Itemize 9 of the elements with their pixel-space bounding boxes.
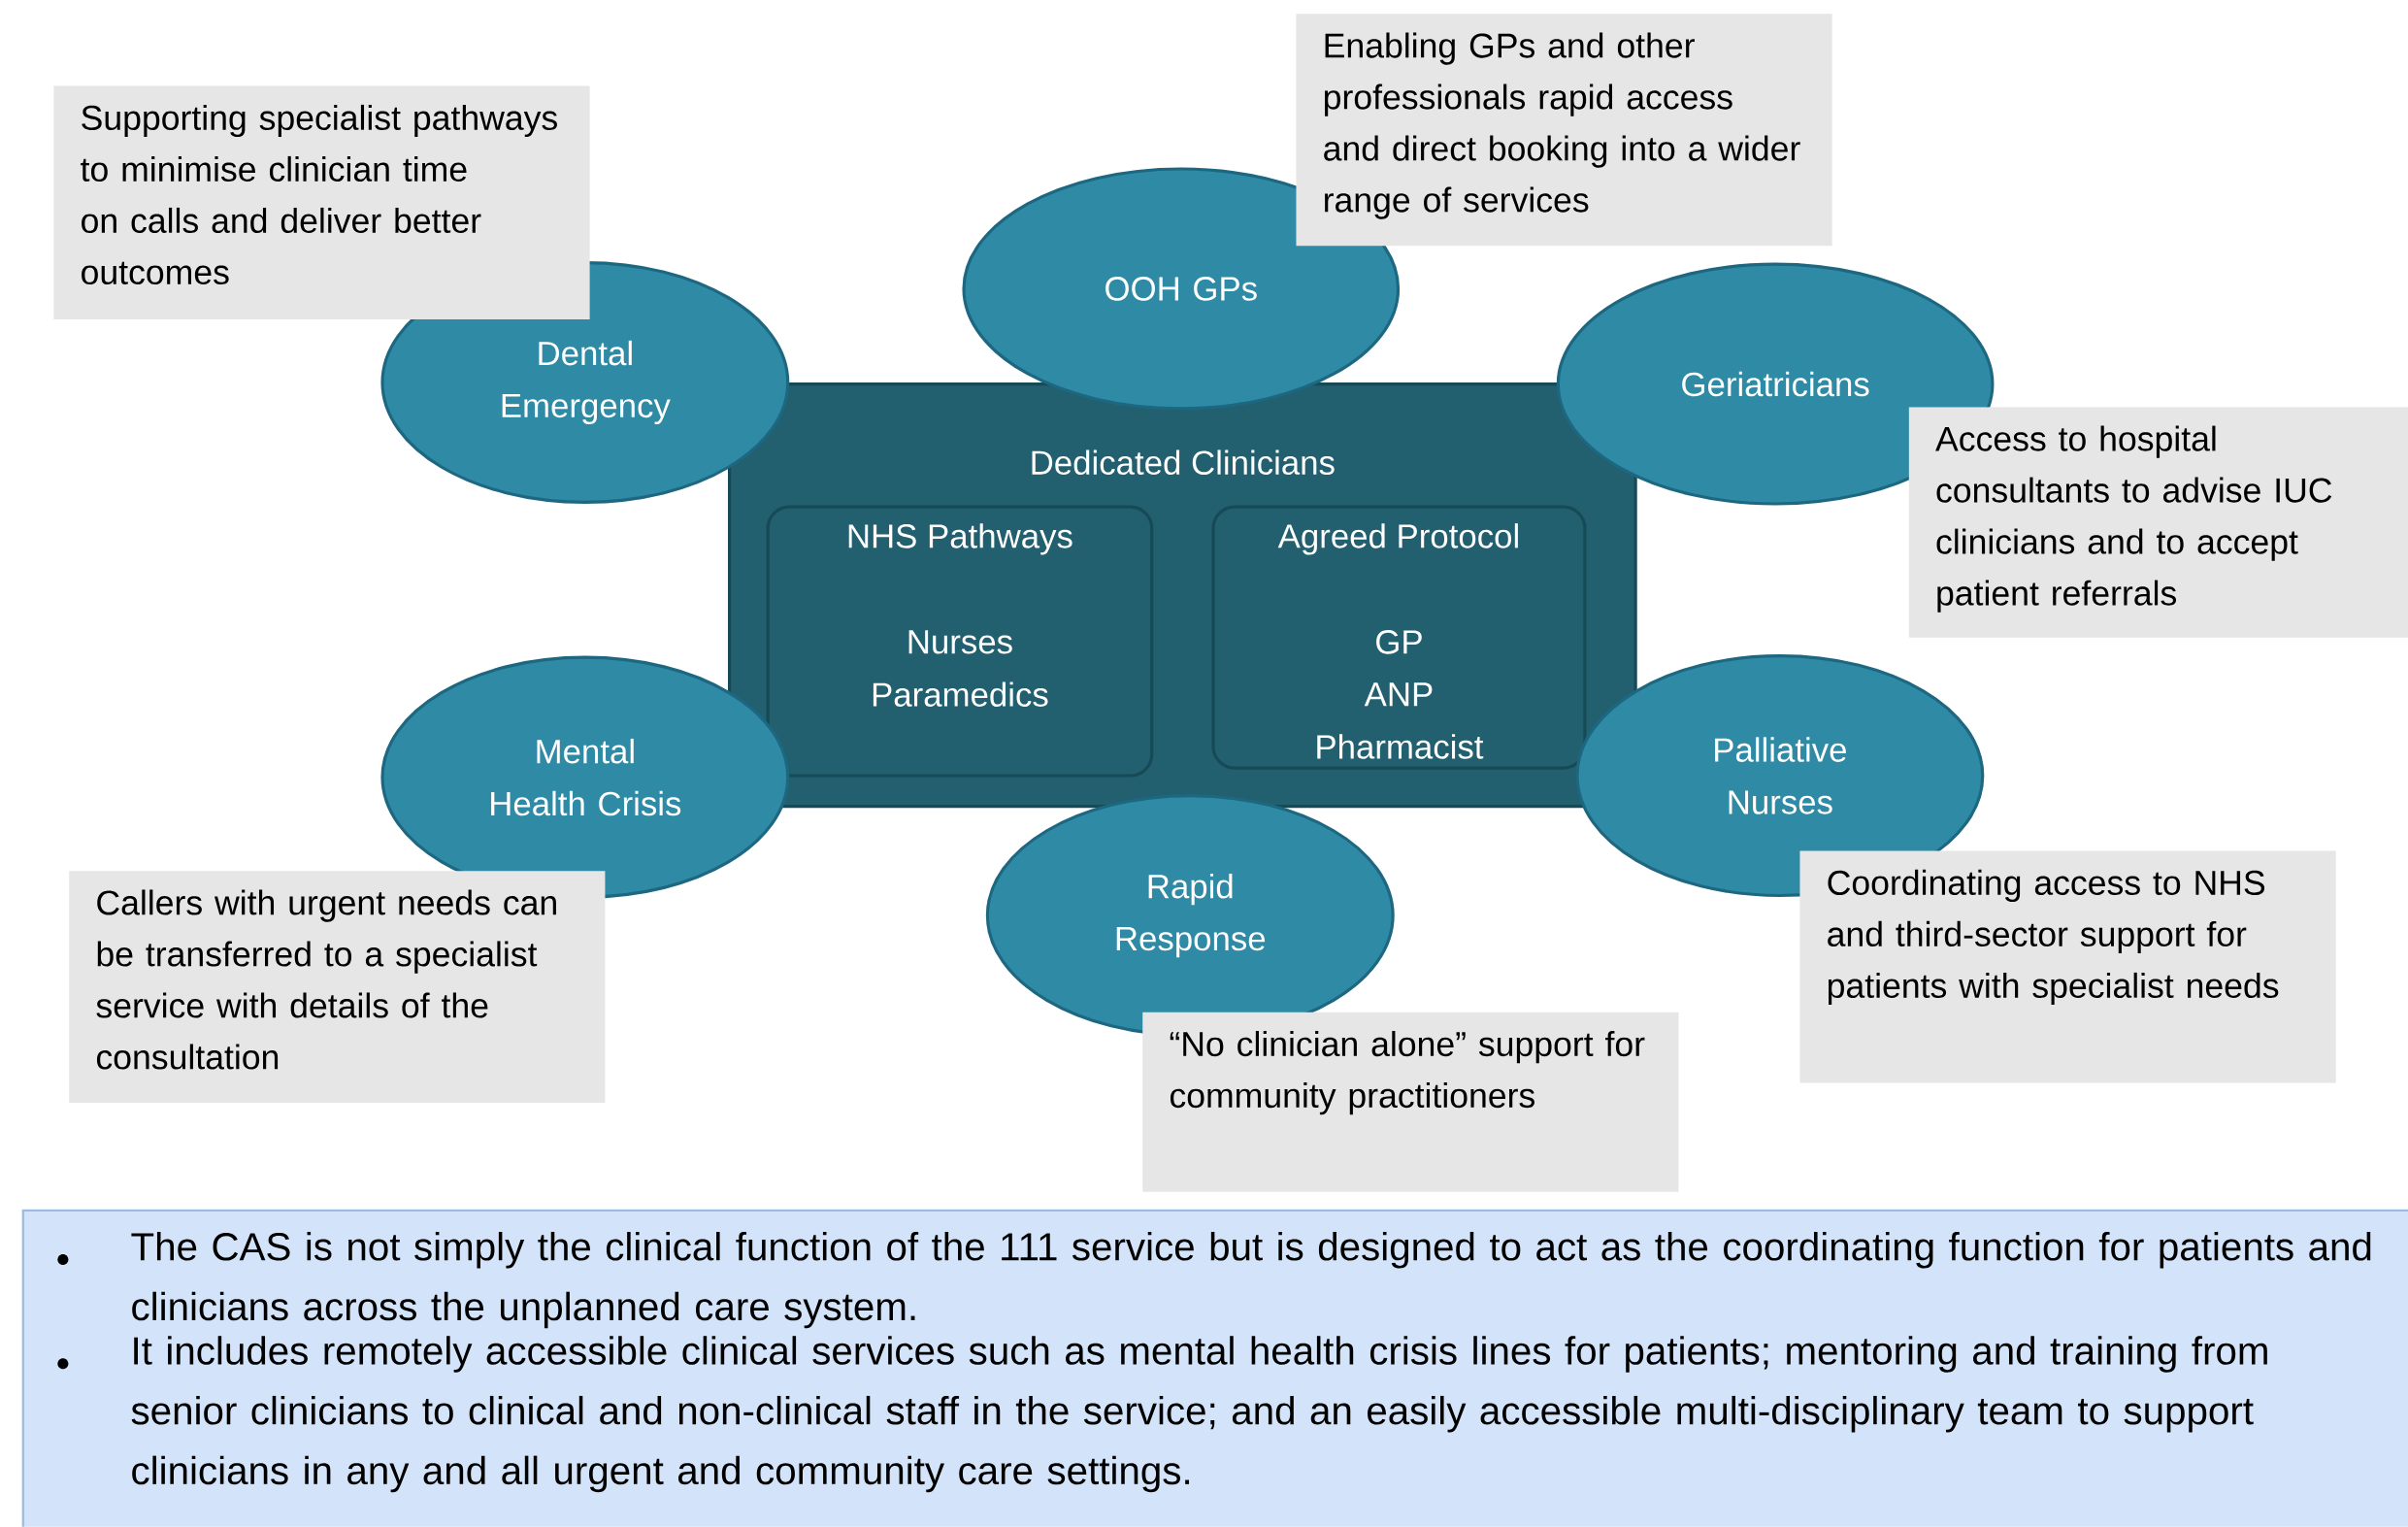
callout-box: “No clinician alone” support for community practitioners [1142, 1012, 1679, 1192]
callout-box: Coordinating access to NHS and third-sector support for patients with specialist needs [1799, 850, 2336, 1083]
callout-box: Access to hospital consultants to advise IUC clinicians and to accept patient referrals [1908, 407, 2408, 638]
note-panel: The CAS is not simply the clinical function of the 111 service but is designed to act as the coordinating function for patients and clinicians across the unplanned care system. It includes remotely accessible clinical services such as mental health crisis lines for patients; mentoring and training from senior clinicians to clinical and non-clinical staff in the service; and an easily accessible multi-disciplinary team to support clinicians in any and all urgent and community care settings. [21, 1209, 2408, 1527]
callout-box: Supporting specialist pathways to minimise clinician time on calls and deliver better outcomes [53, 85, 590, 320]
group-box: Agreed Protocol GP ANP Pharmacist [1211, 505, 1587, 770]
callout-box: Enabling GPs and other professionals rapid access and direct booking into a wider range of services [1296, 14, 1832, 247]
group-box: NHS Pathways Nurses Paramedics [766, 505, 1154, 778]
callout-box: Callers with urgent needs can be transferred to a specialist service with details of the consultation [69, 871, 606, 1104]
